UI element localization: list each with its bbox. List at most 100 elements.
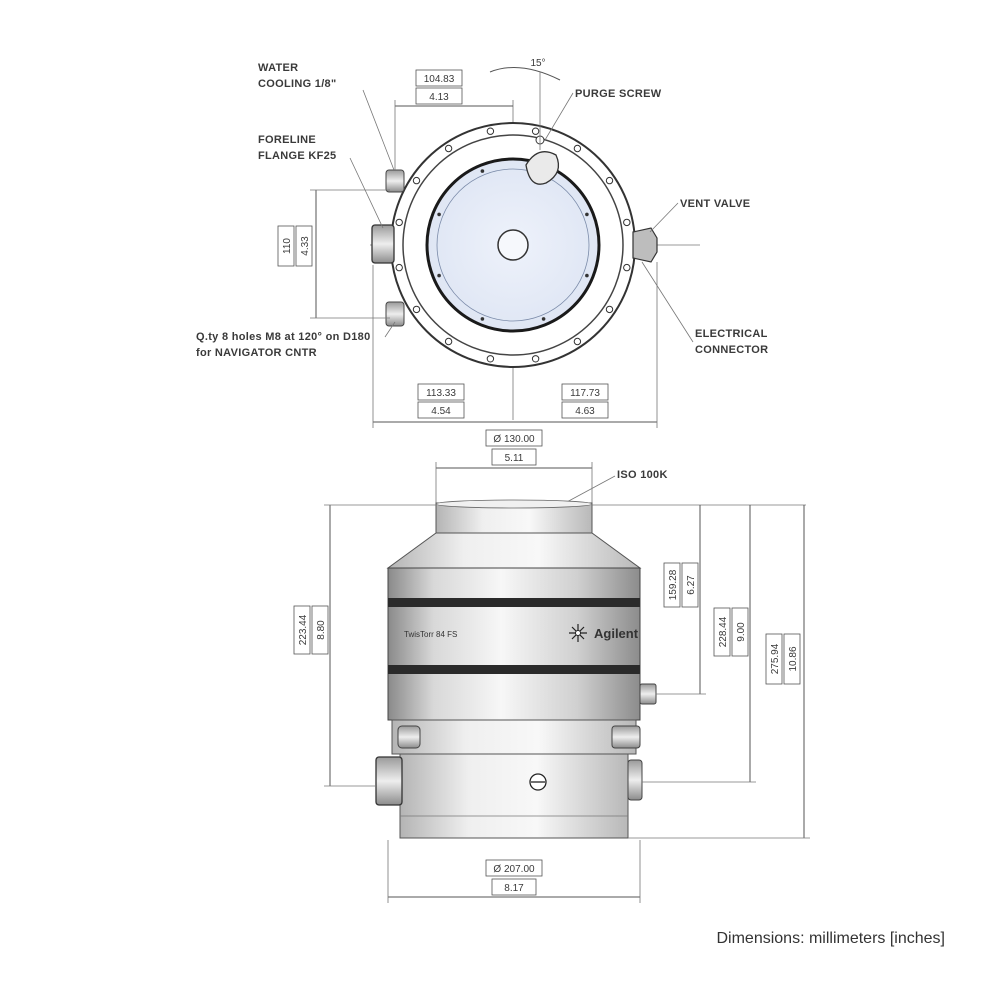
dim-bottom-left-mm: 113.33 [426,388,456,399]
dim-box-conn-in [681,562,699,608]
dim-vent-mm: 228.44 [718,616,729,647]
bolt-hole [531,127,540,135]
dim-box-br-mm [561,383,609,401]
foreline-port-side [375,756,403,806]
dim-inlet-dia-in: 5.11 [505,453,524,464]
leader-vent-valve [649,202,679,233]
water-cooling-port-top [385,169,405,193]
leader-electrical [641,261,694,343]
dim-box-left-mm [277,225,295,267]
rotor-hub [497,229,529,261]
inner-hole [437,273,441,278]
units-note: Dimensions: millimeters [inches] [716,930,945,947]
label-screw-note-1: Q.ty 8 holes M8 at 120° on D180 [196,331,370,343]
brand-text: Agilent [594,626,639,641]
bolt-hole [623,218,631,227]
dim-connector-in: 6.27 [686,575,697,595]
inlet-flange-top [435,499,593,509]
dim-box-br-in [561,401,609,419]
inner-hole [585,212,589,217]
foreline-port [371,224,395,264]
dim-body-dia-in: 8.17 [504,883,524,894]
leader-foreline [349,157,384,229]
label-inlet-flange: ISO 100K [617,469,668,481]
dim-left-height-in: 4.33 [300,236,311,256]
vent-valve-side [627,759,643,801]
label-purge-screw: PURGE SCREW [575,88,662,100]
dim-box-lb-in [311,605,329,655]
bolt-hole [486,127,495,135]
dim-left-body-mm: 223.44 [298,614,309,645]
inner-hole [541,317,546,321]
dim-box-inlet-mm [485,429,543,447]
bolt-hole [573,337,582,346]
label-water-cooling-2: COOLING 1/8" [258,78,337,90]
dim-bottom-right-in: 4.63 [575,406,595,417]
leader-water-cooling [362,89,395,171]
bolt-hole [623,263,631,272]
dim-body-dia-mm: Ø 207.00 [493,864,535,875]
purge-port-side [611,725,641,749]
label-electrical-1: ELECTRICAL [695,328,768,340]
inner-hole [480,169,485,173]
dim-box-bl-mm [417,383,465,401]
top-view: 104.83 4.13 15° WATER COOLING 1/8" PURGE… [196,58,768,428]
label-vent-valve: VENT VALVE [680,198,750,210]
bolt-hole [605,305,614,314]
electrical-connector-side [639,683,657,705]
dim-water-offset-in: 4.13 [429,92,449,103]
bolt-hole [444,337,453,346]
leader-inlet-flange [564,475,616,504]
vent-valve-port [632,227,658,263]
dim-box-body-mm [485,859,543,877]
bolt-hole [605,176,614,185]
dim-box-vent-in [731,607,749,657]
dim-water-offset-mm: 104.83 [424,74,455,85]
model-text: TwisTorr 84 FS [404,630,457,639]
purge-screw-body [525,151,560,185]
inner-hole [585,273,589,278]
water-cooling-port-bottom [385,301,405,327]
dim-left-body-in: 8.80 [316,620,327,640]
agilent-logo: Agilent [569,624,639,642]
dim-inlet-dia-mm: Ø 130.00 [493,434,535,445]
angle-arc [489,67,561,81]
dim-box-total-mm [765,633,783,685]
dim-box-water-mm [415,69,463,87]
dim-box-vent-mm [713,607,731,657]
spark-icon [569,624,587,642]
label-electrical-2: CONNECTOR [695,344,768,356]
dim-left-height-mm: 110 [282,238,293,254]
leader-purge-screw [544,92,574,141]
bolt-hole [444,144,453,153]
side-view: Ø 130.00 5.11 ISO 100K Agilent TwisTorr … [293,429,810,903]
inner-hole [480,317,485,321]
water-cooling-port-side [397,725,421,749]
label-foreline-2: FLANGE KF25 [258,150,336,162]
lower-body [391,719,637,755]
dim-box-total-in [783,633,801,685]
bolt-hole [412,176,421,185]
leader-screw-note [384,321,396,338]
dim-bottom-right-mm: 117.73 [570,388,600,399]
inner-hole [437,212,441,217]
body-shoulder [386,532,642,569]
dim-box-inlet-in [491,448,537,466]
dim-box-conn-mm [663,562,681,608]
bolt-hole [486,355,495,363]
label-screw-note-2: for NAVIGATOR CNTR [196,347,317,359]
body-band-1 [388,598,640,607]
label-water-cooling-1: WATER [258,62,298,74]
body-band-2 [388,665,640,674]
dim-box-body-in [491,878,537,896]
base-body [399,753,629,839]
inlet-inner-ring [436,168,590,322]
dim-total-in: 10.86 [788,646,799,671]
bolt-hole [531,355,540,363]
dim-box-left-in [295,225,313,267]
main-body [387,567,641,721]
dim-box-lb-mm [293,605,311,655]
dim-vent-in: 9.00 [736,622,747,642]
bolt-hole [573,144,582,153]
